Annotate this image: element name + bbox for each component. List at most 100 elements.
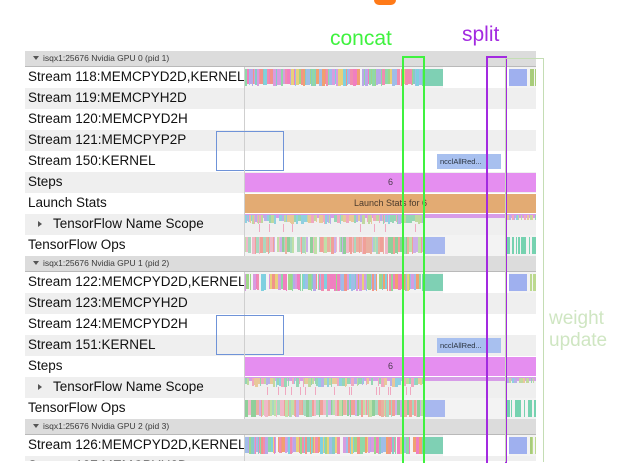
label-column-divider [244, 314, 245, 335]
timeline-row[interactable]: Stream 124:MEMCPYD2H [25, 314, 536, 335]
process-group-title: isqx1:25676 Nvidia GPU 1 (pid 2) [43, 258, 170, 268]
row-track[interactable] [245, 235, 536, 256]
label-column-divider [244, 193, 245, 214]
timeline-row-label: Steps [28, 174, 63, 189]
timeline-row[interactable]: TensorFlow Ops [25, 398, 536, 419]
timeline-row-label: TensorFlow Name Scope [53, 379, 204, 394]
nccl-highlight-outline [216, 131, 284, 171]
label-column-divider [244, 435, 245, 456]
label-column-divider [244, 235, 245, 256]
nccl-allreduce-block[interactable]: ncclAllRed... [437, 338, 501, 353]
timeline-row[interactable]: Launch Stats Launch Stats for 6 [25, 193, 536, 214]
annotation-label-weight-update: weight update [549, 308, 608, 352]
timeline-row-label: Stream 151:KERNEL [28, 337, 156, 352]
row-track[interactable]: 6 [245, 356, 536, 377]
timeline-row[interactable]: Stream 119:MEMCPYH2D [25, 88, 536, 109]
timeline-row-label: TensorFlow Ops [28, 237, 126, 252]
launch-stats-bar[interactable]: Launch Stats for 6 [245, 194, 536, 213]
row-track[interactable]: ncclAllRed... [245, 335, 536, 356]
row-track[interactable] [245, 456, 536, 461]
row-track[interactable]: Launch Stats for 6 [245, 193, 536, 214]
label-column-divider [244, 172, 245, 193]
row-track[interactable] [245, 214, 536, 235]
timeline-row[interactable]: TensorFlow Name Scope [25, 377, 536, 398]
timeline-row[interactable]: Stream 120:MEMCPYD2H [25, 109, 536, 130]
timeline-row-label: Launch Stats [28, 195, 107, 210]
timeline-row-label: Stream 120:MEMCPYD2H [28, 111, 188, 126]
nccl-allreduce-label: ncclAllRed... [440, 341, 482, 350]
chevron-right-icon[interactable] [38, 221, 42, 227]
timeline-row[interactable]: Stream 151:KERNEL ncclAllRed... [25, 315, 536, 356]
chevron-down-icon[interactable] [33, 56, 39, 60]
timeline-row-label: Steps [28, 358, 63, 373]
step-bar[interactable]: 6 [245, 357, 536, 376]
timeline-row[interactable]: Stream 121:MEMCPYP2P [25, 130, 536, 151]
label-column-divider [244, 67, 245, 88]
step-bar-label: 6 [387, 361, 393, 371]
label-column-divider [244, 356, 245, 377]
row-track[interactable] [245, 314, 536, 335]
timeline-row[interactable]: Stream 122:MEMCPYD2D,KERNEL,MI [25, 272, 536, 293]
row-track[interactable] [245, 272, 536, 293]
timeline-row-label: Stream 127:MEMCPYH2D [28, 458, 188, 461]
timeline-row-label: Stream 126:MEMCPYD2D,KERNEL,MI [28, 437, 265, 452]
chevron-down-icon[interactable] [33, 424, 39, 428]
row-track[interactable]: ncclAllRed... [245, 151, 536, 172]
row-track[interactable] [245, 377, 536, 398]
process-group-header[interactable]: isqx1:25676 Nvidia GPU 2 (pid 3) [25, 419, 536, 435]
timeline-row[interactable]: TensorFlow Name Scope [25, 214, 536, 235]
timeline-row-label: Stream 119:MEMCPYH2D [28, 90, 187, 105]
timeline-row-label: Stream 124:MEMCPYD2H [28, 316, 188, 331]
timeline-panel[interactable]: isqx1:25676 Nvidia GPU 0 (pid 1) Stream 1… [25, 51, 536, 461]
nccl-allreduce-label: ncclAllRed... [440, 157, 482, 166]
timeline-row[interactable]: Stream 118:MEMCPYD2D,KERNEL,MI [25, 67, 536, 88]
row-track[interactable] [245, 109, 536, 130]
chevron-down-icon[interactable] [33, 261, 39, 265]
nccl-highlight-outline [216, 315, 284, 355]
step-bar-label: 6 [387, 177, 393, 187]
process-group-title: isqx1:25676 Nvidia GPU 2 (pid 3) [43, 421, 170, 431]
process-group-title: isqx1:25676 Nvidia GPU 0 (pid 1) [43, 53, 170, 63]
timeline-row[interactable]: Stream 126:MEMCPYD2D,KERNEL,MI [25, 435, 536, 456]
timeline-row-label: Stream 121:MEMCPYP2P [28, 132, 187, 147]
row-track[interactable] [245, 293, 536, 314]
label-column-divider [244, 377, 245, 398]
timeline-row-label: Stream 122:MEMCPYD2D,KERNEL,MI [28, 274, 265, 289]
annotation-label-concat: concat [330, 27, 392, 50]
timeline-row-label: TensorFlow Name Scope [53, 216, 204, 231]
clipped-orange-marker [374, 0, 396, 5]
label-column-divider [244, 398, 245, 419]
timeline-row[interactable]: Stream 123:MEMCPYH2D [25, 293, 536, 314]
row-track[interactable] [245, 435, 536, 456]
annotation-label-split: split [462, 23, 500, 46]
timeline-row-label: Stream 150:KERNEL [28, 153, 156, 168]
label-column-divider [244, 88, 245, 109]
process-group-header[interactable]: isqx1:25676 Nvidia GPU 1 (pid 2) [25, 256, 536, 272]
label-column-divider [244, 109, 245, 130]
nccl-allreduce-block[interactable]: ncclAllRed... [437, 154, 501, 169]
timeline-row-label: TensorFlow Ops [28, 400, 126, 415]
label-column-divider [244, 214, 245, 235]
timeline-row[interactable]: Stream 150:KERNEL ncclAllRed... [25, 131, 536, 172]
label-column-divider [244, 130, 245, 151]
chevron-right-icon[interactable] [38, 384, 42, 390]
timeline-row[interactable]: TensorFlow Ops [25, 235, 536, 256]
timeline-row[interactable]: Steps 6 [25, 356, 536, 377]
timeline-row[interactable]: Steps 6 [25, 172, 536, 193]
row-track[interactable] [245, 398, 536, 419]
label-column-divider [244, 456, 245, 461]
step-bar[interactable]: 6 [245, 173, 536, 192]
timeline-row-label: Stream 123:MEMCPYH2D [28, 295, 188, 310]
launch-stats-bar-label: Launch Stats for 6 [353, 198, 428, 208]
row-track[interactable] [245, 88, 536, 109]
label-column-divider [244, 151, 245, 172]
label-column-divider [244, 335, 245, 356]
row-track[interactable] [245, 67, 536, 88]
timeline-row-label: Stream 118:MEMCPYD2D,KERNEL,MI [28, 69, 264, 84]
row-track[interactable] [245, 130, 536, 151]
label-column-divider [244, 272, 245, 293]
process-group-header[interactable]: isqx1:25676 Nvidia GPU 0 (pid 1) [25, 51, 536, 67]
timeline-row[interactable]: Stream 127:MEMCPYH2D [25, 456, 536, 461]
row-track[interactable]: 6 [245, 172, 536, 193]
